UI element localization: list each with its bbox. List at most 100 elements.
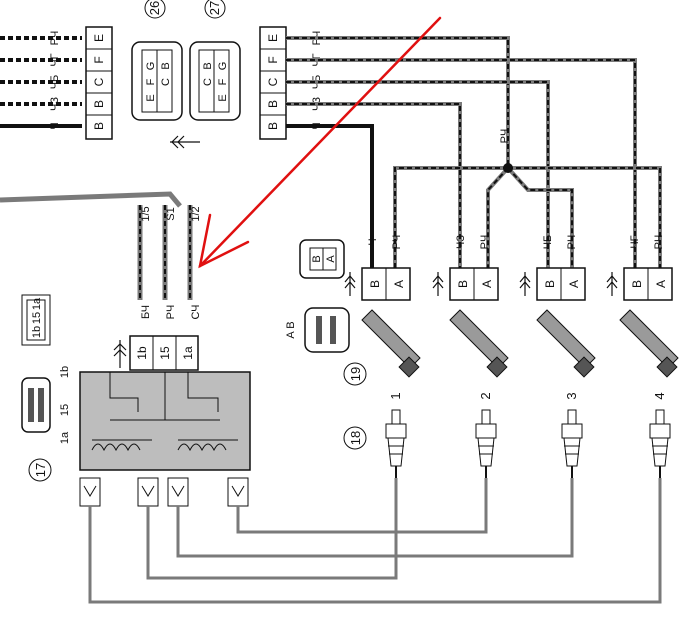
svg-text:1b: 1b: [31, 326, 43, 338]
svg-text:B: B: [630, 280, 644, 288]
svg-text:17: 17: [33, 463, 48, 477]
svg-text:3: 3: [564, 392, 579, 399]
svg-text:B: B: [368, 280, 382, 288]
svg-text:A: A: [325, 255, 337, 263]
svg-text:1a: 1a: [31, 297, 43, 310]
coil-terminals: 1b 15 1a: [129, 335, 199, 371]
coil-harness: [0, 191, 193, 300]
right-pin-e: E: [266, 34, 280, 42]
coil-terminal-15: 15: [158, 346, 172, 360]
coil-terminal-1a: 1a: [181, 346, 195, 360]
svg-text:4: 4: [652, 392, 667, 399]
svg-text:A: A: [480, 280, 494, 288]
injector-mate-arrows: [344, 272, 618, 296]
spark-plug-4: 4: [649, 392, 671, 478]
svg-text:1a: 1a: [59, 431, 71, 444]
svg-text:C: C: [160, 78, 172, 86]
callout-18: 18: [343, 426, 367, 450]
left-wire-label-2: ЧГ: [49, 53, 61, 66]
junction-dot: [503, 163, 513, 173]
injector-plug-icon: B A: [299, 239, 345, 279]
coil-wire-id-3: 1/2: [190, 206, 202, 221]
svg-text:15: 15: [31, 312, 43, 324]
callout-19: 19: [343, 362, 367, 386]
junction-label: РЧ: [499, 129, 511, 144]
hv-leads: [88, 478, 662, 604]
left-wire-label-4: ЧЗ: [49, 97, 61, 111]
svg-text:РЧ: РЧ: [653, 235, 665, 250]
coil-terminal-1b: 1b: [135, 346, 149, 360]
left-harness-wires: [0, 36, 82, 128]
right-pin-c: C: [266, 77, 280, 86]
injector-2: B A ЧЗ РЧ: [449, 235, 509, 378]
mini-connector-27: 27 C B E F G: [189, 0, 241, 121]
coil-wire-color-3: СЧ: [190, 305, 202, 320]
svg-text:E: E: [217, 94, 229, 101]
coil-side-plug: 1b 15 1a: [21, 366, 71, 444]
connector-right: E F C B B РЧ ЧГ ЧБ ЧЗ Ч: [259, 26, 323, 140]
spark-plug-2: 2: [475, 392, 497, 478]
svg-text:F: F: [217, 78, 229, 85]
svg-text:15: 15: [59, 404, 71, 416]
left-wire-label-5: Ч: [49, 122, 61, 129]
right-pin-f: F: [266, 56, 280, 63]
injector-harness-wires: [286, 36, 662, 268]
spark-plug-3: 3: [561, 392, 583, 478]
svg-text:ЧБ: ЧБ: [542, 235, 554, 250]
annotation-arrow: [198, 16, 442, 269]
svg-text:A: A: [567, 280, 581, 288]
svg-text:1b: 1b: [59, 366, 71, 378]
svg-text:C: C: [202, 78, 214, 86]
coil-wire-color-1: БЧ: [140, 305, 152, 319]
svg-text:РЧ: РЧ: [479, 235, 491, 250]
svg-text:РЧ: РЧ: [391, 235, 403, 250]
connector-left: E F C B B РЧ ЧГ ЧБ ЧЗ Ч: [49, 26, 113, 140]
svg-text:ЧЗ: ЧЗ: [455, 235, 467, 249]
right-pin-b: B: [266, 100, 280, 108]
svg-text:27: 27: [207, 1, 222, 15]
injector-side-label: A B: [285, 321, 297, 338]
svg-text:G: G: [217, 62, 229, 71]
injector-side-plug: A B: [285, 307, 350, 353]
left-pin-f: F: [92, 56, 106, 63]
coil-plug-icon: 1b 15 1a: [21, 294, 51, 346]
svg-text:ЧГ: ЧГ: [629, 235, 641, 248]
left-pin-b: B: [92, 100, 106, 108]
svg-text:1: 1: [388, 392, 403, 399]
coil-wire-id-2: S1: [165, 207, 177, 220]
svg-text:B: B: [543, 280, 557, 288]
left-pin-c: C: [92, 77, 106, 86]
svg-text:26: 26: [147, 1, 162, 15]
left-pin-b2: B: [92, 122, 106, 130]
coil-hv-terminals: [79, 477, 249, 507]
injector-3: B A ЧБ РЧ: [536, 235, 596, 378]
svg-text:19: 19: [348, 367, 363, 381]
injector-1: B A Ч РЧ: [361, 235, 421, 378]
svg-text:2: 2: [478, 392, 493, 399]
svg-text:B: B: [456, 280, 470, 288]
right-pin-b2: B: [266, 122, 280, 130]
svg-text:B: B: [160, 62, 172, 69]
left-pin-e: E: [92, 34, 106, 42]
coil-mate-arrow-icon: [113, 340, 127, 368]
callout-17: 17: [28, 458, 52, 482]
left-wire-label-1: РЧ: [49, 31, 61, 46]
mating-arrow-icon: [170, 135, 200, 149]
spark-plug-1: 1: [385, 392, 407, 478]
svg-text:A: A: [654, 280, 668, 288]
svg-text:G: G: [145, 62, 157, 71]
svg-text:РЧ: РЧ: [566, 235, 578, 250]
injector-4: B A ЧГ РЧ: [619, 235, 679, 378]
ignition-coil: [79, 371, 251, 471]
coil-wire-color-2: РЧ: [165, 305, 177, 320]
svg-text:B: B: [202, 62, 214, 69]
svg-text:B: B: [311, 255, 323, 262]
svg-text:18: 18: [348, 431, 363, 445]
svg-text:Ч: Ч: [367, 238, 379, 245]
left-wire-label-3: ЧБ: [49, 75, 61, 90]
svg-text:E: E: [145, 94, 157, 101]
svg-text:F: F: [145, 78, 157, 85]
mini-connector-26: 26 E F G C B: [131, 0, 183, 121]
svg-text:A: A: [392, 280, 406, 288]
